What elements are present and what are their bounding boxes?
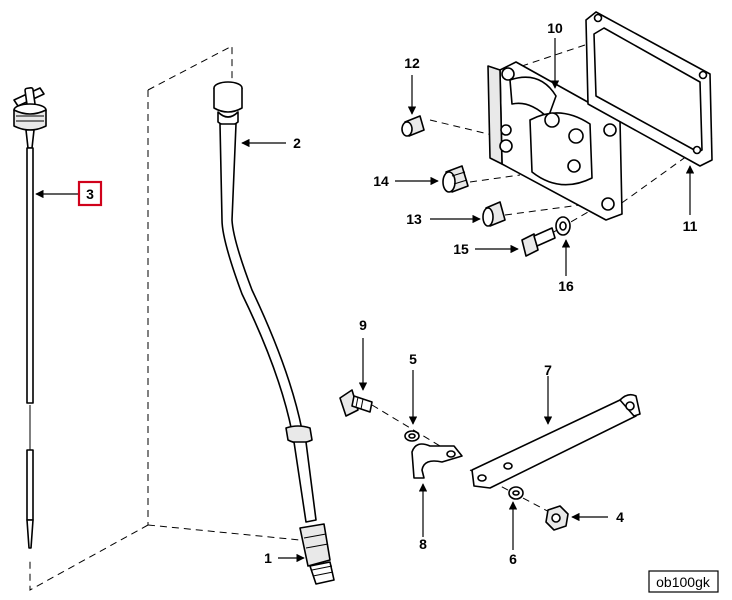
- dipstick-part-3: [13, 86, 47, 549]
- bolt-part-15: [521, 227, 556, 257]
- callout-16: 16: [558, 278, 574, 294]
- callout-7: 7: [544, 362, 552, 378]
- nut-part-4: [545, 505, 569, 531]
- gasket-part-11: [585, 11, 713, 167]
- callout-12: 12: [404, 55, 420, 71]
- plug-part-12: [401, 115, 425, 137]
- bolt-part-9: [339, 389, 373, 417]
- reference-code: ob100gk: [648, 570, 719, 593]
- bracket-part-7: [471, 393, 641, 489]
- callout-13: 13: [406, 211, 422, 227]
- clip-part-8: [411, 443, 463, 479]
- fitting-part-13: [482, 201, 506, 227]
- washer-part-5: [404, 430, 420, 442]
- callout-5: 5: [409, 351, 417, 367]
- callout-6: 6: [509, 551, 517, 567]
- callout-1: 1: [264, 550, 272, 566]
- washer-part-16: [555, 216, 571, 236]
- callout-9: 9: [359, 317, 367, 333]
- leader-lines: [35, 38, 695, 563]
- fitting-part-14: [442, 165, 469, 193]
- callout-8: 8: [419, 536, 427, 552]
- cover-plate-part-10: [487, 61, 623, 221]
- callout-2: 2: [293, 135, 301, 151]
- callout-14: 14: [373, 173, 389, 189]
- callout-15: 15: [453, 241, 469, 257]
- callout-3: 3: [86, 186, 94, 202]
- callout-3-highlight-box: [77, 180, 103, 207]
- washer-part-6: [508, 486, 524, 500]
- callout-4: 4: [616, 509, 624, 525]
- reference-code-text: ob100gk: [656, 574, 711, 590]
- callout-10: 10: [547, 20, 563, 36]
- callout-labels: 3 2 1 12 14 13 15 16 10 11 9 5 8 7 6 4: [77, 20, 698, 567]
- dipstick-tube-part-2: [213, 81, 335, 585]
- callout-11: 11: [683, 218, 698, 234]
